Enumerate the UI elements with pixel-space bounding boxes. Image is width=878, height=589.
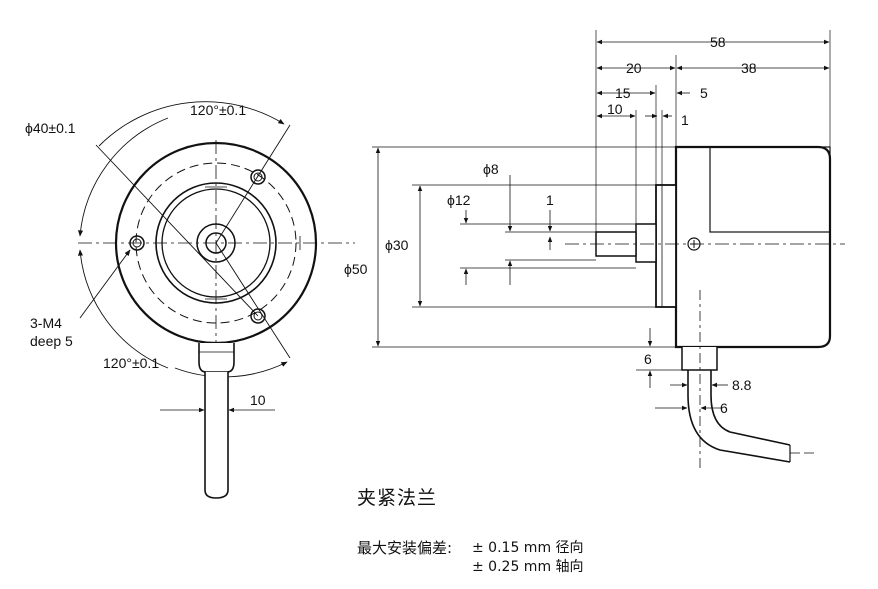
cable-6-label: 6 [644,351,652,367]
encoder-body [674,145,832,349]
step-1-label: 1 [546,192,554,208]
boss-side [635,223,657,263]
body-recess [709,146,831,233]
flange-dia-label: ϕ30 [385,237,409,253]
flange-side [655,184,677,308]
body-length-label: 38 [741,60,757,76]
shaft-dia-label: ϕ8 [483,161,499,177]
flange-1-label: 1 [681,112,689,128]
body-dia-label: ϕ50 [344,261,368,277]
tolerance-label: 最大安装偏差: [357,539,453,557]
angle-bottom-label: 120°±0.1 [103,355,159,371]
front-view-labels: ϕ40±0.1 120°±0.1 120°±0.1 3-M4 deep 5 10 [25,102,266,408]
side-view [372,30,845,470]
tolerance-radial: ± 0.15 mm 径向 [472,540,584,556]
side-view-labels: 58 20 38 15 5 10 1 ϕ8 ϕ12 1 ϕ30 ϕ50 6 8.… [344,34,757,416]
cable-width-label: 10 [250,392,266,408]
cable-6b-label: 6 [720,400,728,416]
front-view [77,101,355,499]
front-length-label: 20 [626,60,642,76]
shaft-15-label: 15 [615,85,631,101]
cable-88-label: 8.8 [732,377,752,393]
shaft-5-label: 5 [700,85,708,101]
mounting-hole-top [250,169,266,185]
boss-dia-label: ϕ12 [447,192,471,208]
tap-label-line1: 3-M4 [30,315,62,331]
pcd-label: ϕ40±0.1 [25,120,76,136]
overall-length-label: 58 [710,34,726,50]
drawing-title: 夹紧法兰 [357,487,438,509]
tolerance-axial: ± 0.25 mm 轴向 [472,559,584,575]
tap-label-line2: deep 5 [30,333,73,349]
angle-top-label: 120°±0.1 [190,102,246,118]
shaft-10-label: 10 [607,101,623,117]
